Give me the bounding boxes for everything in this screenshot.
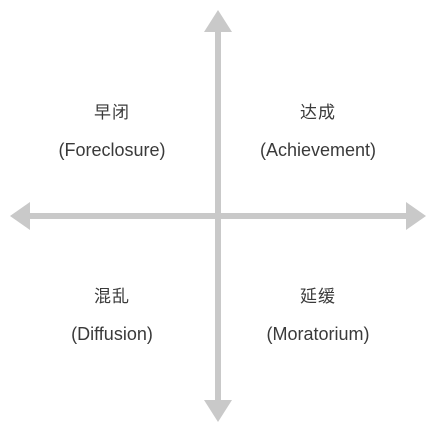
quadrant-foreclosure: 早闭 (Foreclosure) <box>12 102 212 162</box>
bottom-arrowhead <box>204 400 232 422</box>
quadrant-moratorium: 延缓 (Moratorium) <box>218 286 418 346</box>
moratorium-label-en: (Moratorium) <box>266 324 370 344</box>
top-arrowhead <box>204 10 232 32</box>
foreclosure-label-en: (Foreclosure) <box>58 140 166 160</box>
moratorium-label-cn: 延缓 <box>300 287 336 307</box>
achievement-label-cn: 达成 <box>300 103 336 123</box>
quadrant-achievement: 达成 (Achievement) <box>218 102 418 162</box>
left-arrowhead <box>10 202 30 230</box>
diffusion-label-cn: 混乱 <box>94 287 130 307</box>
foreclosure-label-cn: 早闭 <box>94 103 130 123</box>
quadrant-diffusion: 混乱 (Diffusion) <box>12 286 212 346</box>
right-arrowhead <box>406 202 426 230</box>
achievement-label-en: (Achievement) <box>259 140 377 160</box>
diffusion-label-en: (Diffusion) <box>71 324 153 344</box>
